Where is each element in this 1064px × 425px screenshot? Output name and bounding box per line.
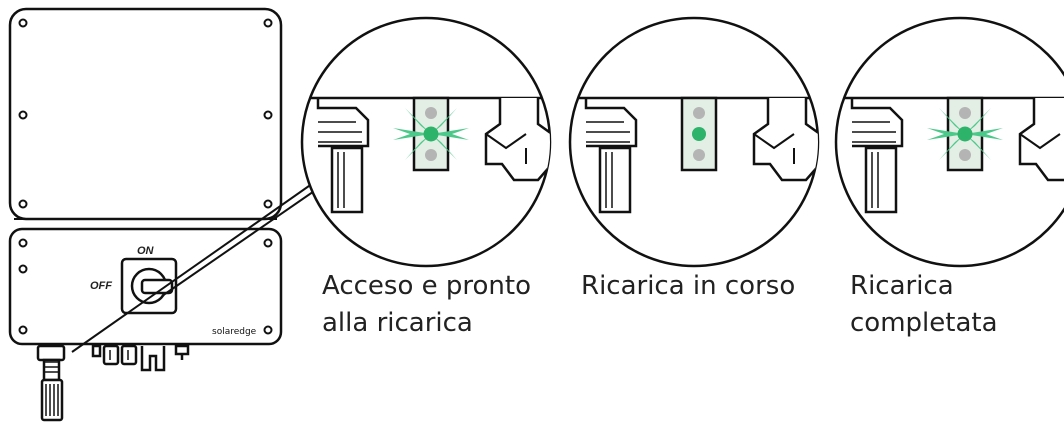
- led-zoom-panel-1: [300, 16, 552, 268]
- led-indicator-green-2: [692, 127, 706, 141]
- led-indicator-bottom-2: [693, 149, 705, 161]
- led-indicator-top-2: [693, 107, 705, 119]
- led-indicator-bottom-3: [959, 149, 971, 161]
- led-glow-rays-1: [393, 108, 469, 160]
- led-indicator-top-1: [425, 107, 437, 119]
- caption-1-line1: Acceso e pronto: [322, 271, 531, 301]
- caption-3-line2: completata: [850, 308, 998, 338]
- caption-1-line2: alla ricarica: [322, 308, 473, 338]
- inverter-top-cover: [8, 7, 283, 221]
- caption-3-line1: Ricarica: [850, 271, 954, 301]
- led-indicator-green-1: [423, 126, 439, 142]
- led-zoom-panel-3: [834, 16, 1064, 268]
- switch-off-label: OFF: [90, 280, 112, 292]
- led-glow-rays-3: [927, 108, 1003, 160]
- led-indicator-bottom-1: [425, 149, 437, 161]
- caption-2-line1: Ricarica in corso: [581, 271, 795, 301]
- led-indicator-top-3: [959, 107, 971, 119]
- switch-on-label: ON: [137, 245, 155, 257]
- brand-logo: solaredge: [212, 327, 257, 337]
- led-indicator-green-3: [957, 126, 973, 142]
- inverter-device: [8, 7, 347, 422]
- led-zoom-panel-2: [568, 16, 820, 268]
